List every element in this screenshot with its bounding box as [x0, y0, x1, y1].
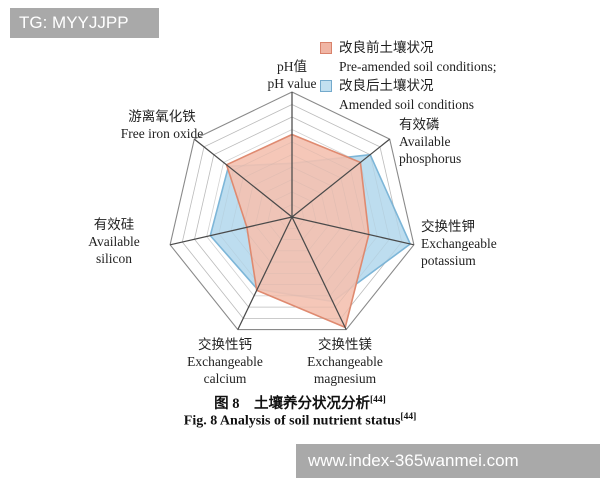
axis-label-ca-en2: calcium — [203, 371, 247, 386]
axis-label-ca-en1: Exchangeable — [187, 354, 263, 369]
axis-label-ph: pH值 pH value — [232, 58, 352, 92]
radar-axis-spoke — [291, 216, 415, 246]
radar-axis-spoke — [237, 216, 293, 330]
radar-grid-ring-overlay — [230, 154, 354, 274]
axis-label-k-en1: Exchangeable — [421, 236, 497, 251]
radar-axis-spoke — [291, 138, 391, 218]
axis-label-si-cn: 有效硅 — [93, 217, 135, 232]
radar-axis-spoke — [291, 216, 347, 330]
axis-label-ph-en: pH value — [267, 76, 317, 91]
radar-grid-ring-overlay — [242, 166, 342, 263]
axis-label-phosphorus: 有效磷 Available phosphorus — [399, 116, 519, 167]
legend: 改良前土壤状况 Pre-amended soil conditions; 改良后… — [320, 38, 496, 114]
axis-label-k-cn: 交换性钾 — [421, 219, 475, 234]
radar-grid-ring-overlay — [279, 204, 305, 229]
caption-english: Fig. 8 Analysis of soil nutrient status[… — [0, 412, 600, 430]
legend-post-cn: 改良后土壤状况 — [339, 78, 434, 93]
axis-label-mg-en1: Exchangeable — [307, 354, 383, 369]
caption-chinese: 图 8 土壤养分状况分析[44] — [0, 392, 600, 413]
legend-swatch-pre-icon — [320, 41, 332, 54]
axis-label-calcium: 交换性钙 Exchangeable calcium — [165, 336, 285, 387]
radar-grid-ring — [181, 104, 403, 319]
radar-grid-ring-overlay — [206, 129, 378, 297]
caption-cn-ref: [44] — [370, 395, 386, 406]
radar-grid-ring-overlay — [194, 116, 390, 308]
radar-grid-ring-overlay — [181, 104, 403, 319]
axis-label-p-en2: phosphorus — [399, 151, 462, 166]
radar-grid-ring-overlay — [255, 179, 329, 252]
legend-item-post: 改良后土壤状况 — [320, 76, 496, 95]
axis-label-silicon: 有效硅 Available silicon — [58, 216, 170, 267]
axis-label-fe-en: Free iron oxide — [120, 126, 204, 141]
watermark-bottom-right: www.index-365wanmei.com — [296, 444, 600, 478]
radar-grid-ring-overlay — [218, 141, 366, 285]
radar-axis-spoke — [169, 216, 293, 246]
axis-label-free-iron-oxide: 游离氧化铁 Free iron oxide — [92, 108, 232, 142]
axis-label-mg-cn: 交换性镁 — [318, 337, 372, 352]
axis-label-potassium: 交换性钾 Exchangeable potassium — [421, 218, 551, 269]
axis-label-ca-cn: 交换性钙 — [198, 337, 252, 352]
caption-cn-text: 图 8 土壤养分状况分析 — [214, 396, 371, 412]
axis-label-p-en1: Available — [399, 134, 451, 149]
axis-label-si-en2: silicon — [96, 251, 132, 266]
radar-axis-spoke — [193, 138, 293, 218]
axis-label-mg-en2: magnesium — [313, 371, 377, 386]
legend-post-en: Amended soil conditions — [339, 97, 474, 112]
axis-label-si-en1: Available — [88, 234, 140, 249]
caption-en-ref: [44] — [400, 412, 417, 422]
radar-outer-ring — [169, 91, 415, 331]
watermark-top-left: TG: MYYJJPP — [10, 8, 159, 38]
legend-swatch-post-icon — [320, 79, 332, 92]
axis-label-k-en2: potassium — [421, 253, 476, 268]
legend-pre-cn: 改良前土壤状况 — [339, 40, 434, 55]
axis-label-p-cn: 有效磷 — [399, 117, 440, 132]
axis-label-ph-cn: pH值 — [277, 59, 307, 74]
caption-en-text: Fig. 8 Analysis of soil nutrient status — [183, 413, 401, 429]
axis-label-fe-cn: 游离氧化铁 — [128, 109, 196, 124]
axis-label-magnesium: 交换性镁 Exchangeable magnesium — [285, 336, 405, 387]
legend-pre-en: Pre-amended soil conditions; — [339, 59, 497, 74]
legend-item-pre: 改良前土壤状况 — [320, 38, 496, 57]
radar-grid-ring-overlay — [267, 191, 317, 240]
